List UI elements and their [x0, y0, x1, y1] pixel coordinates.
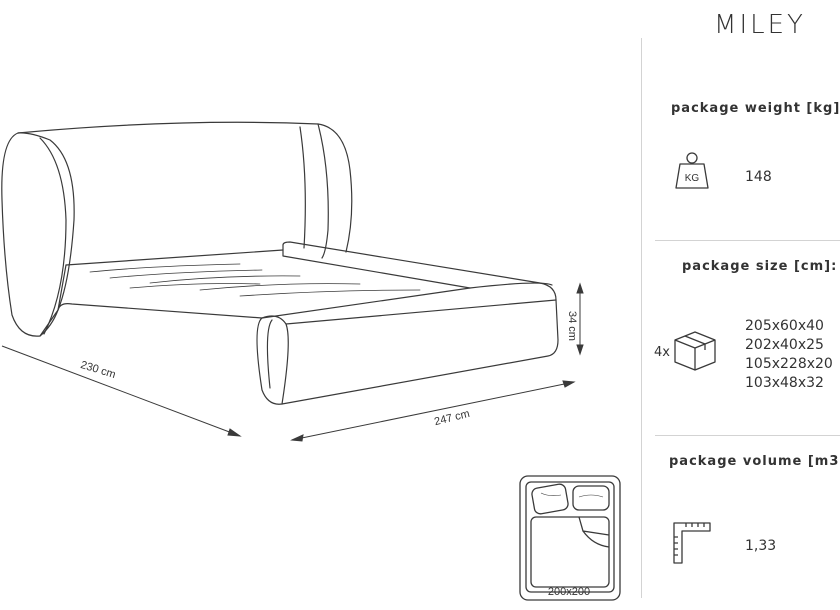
- mattress-size-label: 200x200: [547, 586, 591, 598]
- dim-line-depth: [1, 345, 241, 437]
- headboard-top: [17, 121, 353, 253]
- foot-rail-inner: [266, 319, 273, 389]
- package-size-list: 205x60x40 202x40x25 105x228x20 103x48x32: [745, 317, 833, 393]
- package-weight-title: package weight [kg]:: [671, 101, 840, 116]
- product-title: MILEY: [714, 10, 806, 40]
- right-rail: [282, 241, 557, 301]
- headboard-left-wing: [1, 132, 75, 337]
- foot-rail-front: [256, 299, 559, 405]
- package-volume-title: package volume [m3]:: [669, 454, 840, 469]
- foot-rail-top: [57, 303, 263, 319]
- package-size-item: 205x60x40: [745, 318, 824, 334]
- slats-back: [65, 249, 284, 266]
- mattress-top-view-icon: [519, 475, 621, 601]
- side-rail-bottom: [285, 299, 557, 325]
- panel-divider-vertical: [641, 38, 642, 598]
- box-icon: [674, 331, 716, 371]
- weight-icon-text: KG: [685, 173, 700, 184]
- headboard-right-wing: [299, 126, 306, 249]
- package-size-item: 105x228x20: [745, 356, 833, 372]
- dim-arrow-width-left: [290, 434, 304, 442]
- headboard-left-wing-inner: [39, 137, 67, 335]
- height-dimension-label: 34 cm: [566, 311, 578, 341]
- slat-1: [89, 263, 241, 273]
- slat-3: [149, 275, 301, 284]
- ruler-icon: [673, 522, 711, 564]
- panel-divider-2: [655, 435, 840, 436]
- right-rail-inner: [282, 244, 471, 289]
- dim-line-width: [291, 381, 575, 441]
- dim-arrow-width-right: [562, 380, 576, 388]
- foot-rail-corner: [261, 315, 289, 405]
- panel-divider-1: [655, 240, 840, 241]
- dim-arrow-height-top: [576, 282, 584, 294]
- side-rail-top: [261, 282, 553, 319]
- dim-arrow-height-bottom: [576, 344, 584, 356]
- package-count: 4x: [654, 345, 670, 360]
- weight-kg-icon: KG: [675, 152, 709, 189]
- package-size-item: 202x40x25: [745, 337, 824, 353]
- package-volume-value: 1,33: [745, 538, 777, 554]
- slat-6: [129, 283, 261, 289]
- dim-arrow-depth: [227, 428, 242, 437]
- package-size-item: 103x48x32: [745, 375, 824, 391]
- slat-2: [109, 269, 263, 279]
- headboard-right-wing-inner: [317, 123, 329, 259]
- slats-left: [57, 264, 67, 311]
- package-size-title: package size [cm]:: [682, 259, 838, 274]
- slat-5: [239, 289, 421, 297]
- bed-drawing: [1, 121, 584, 442]
- package-weight-value: 148: [745, 169, 772, 185]
- base-left: [39, 309, 59, 337]
- slat-4: [199, 283, 361, 291]
